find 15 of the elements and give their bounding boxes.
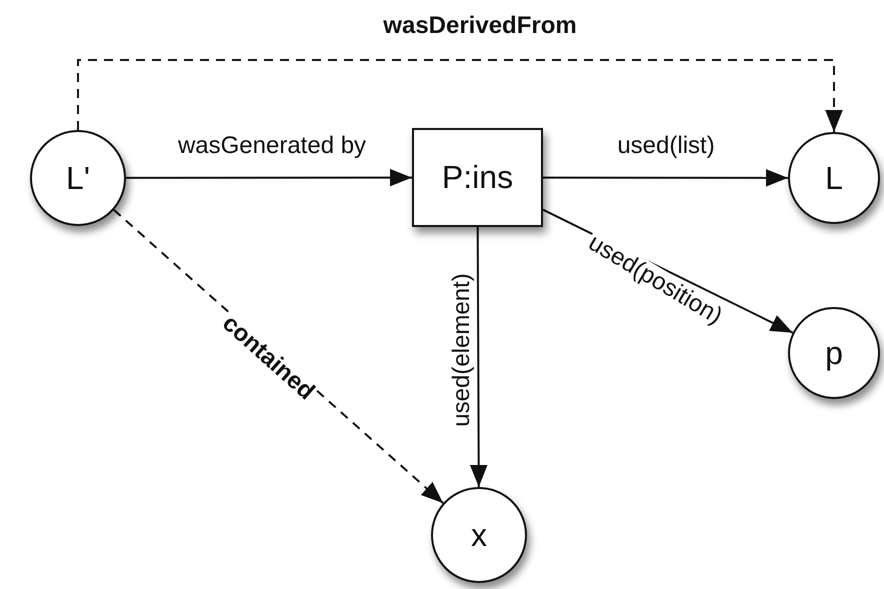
- edge-label: wasGenerated by: [176, 132, 368, 160]
- arrow: [470, 227, 488, 487]
- entity-circle: [788, 132, 880, 224]
- process-box: [412, 128, 543, 227]
- entity-circle: [788, 307, 880, 399]
- entity-circle: [30, 130, 126, 226]
- node-label: x: [471, 516, 487, 554]
- arrow: [126, 168, 412, 186]
- node-label: L': [66, 160, 90, 196]
- node-label: L: [825, 160, 843, 196]
- dashed-arrow: [77, 59, 843, 132]
- entity-circle: [431, 487, 527, 583]
- node-label: p: [825, 334, 843, 372]
- arrow: [543, 169, 788, 187]
- node-label: P:ins: [442, 159, 514, 196]
